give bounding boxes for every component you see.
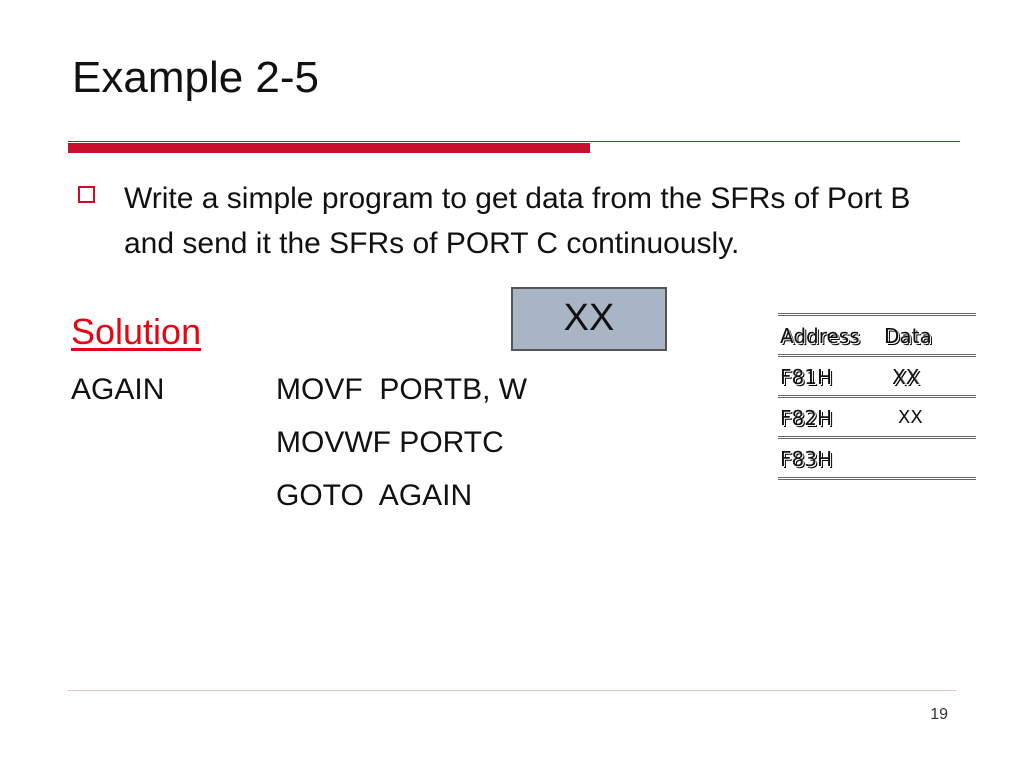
memory-table: Address Data F81H XX F82H XX F83H	[778, 313, 976, 480]
title-divider-thin	[68, 141, 960, 142]
header-address: Address	[780, 324, 860, 348]
row-data: XX	[892, 365, 920, 389]
register-value-box: XX	[511, 287, 667, 351]
code-line: GOTO AGAIN	[276, 479, 473, 512]
row-data: XX	[898, 407, 923, 428]
code-line: MOVF PORTB, W	[276, 373, 528, 406]
memory-table-row: F81H XX	[778, 357, 976, 398]
header-data: Data	[884, 324, 932, 348]
code-label: AGAIN	[71, 373, 165, 406]
row-address: F82H	[780, 406, 832, 430]
memory-table-row: F82H XX	[778, 398, 976, 439]
row-address: F83H	[780, 447, 832, 471]
footer-divider	[68, 690, 956, 691]
page-number: 19	[930, 706, 948, 723]
code-line: MOVWF PORTC	[276, 426, 504, 459]
memory-table-header: Address Data	[778, 313, 976, 357]
slide-title: Example 2-5	[72, 53, 320, 102]
square-bullet-icon	[78, 186, 95, 203]
row-address: F81H	[780, 365, 832, 389]
title-divider-thick	[68, 143, 590, 153]
memory-table-row: F83H	[778, 439, 976, 480]
task-text: Write a simple program to get data from …	[124, 182, 911, 260]
solution-heading: Solution	[71, 311, 202, 352]
